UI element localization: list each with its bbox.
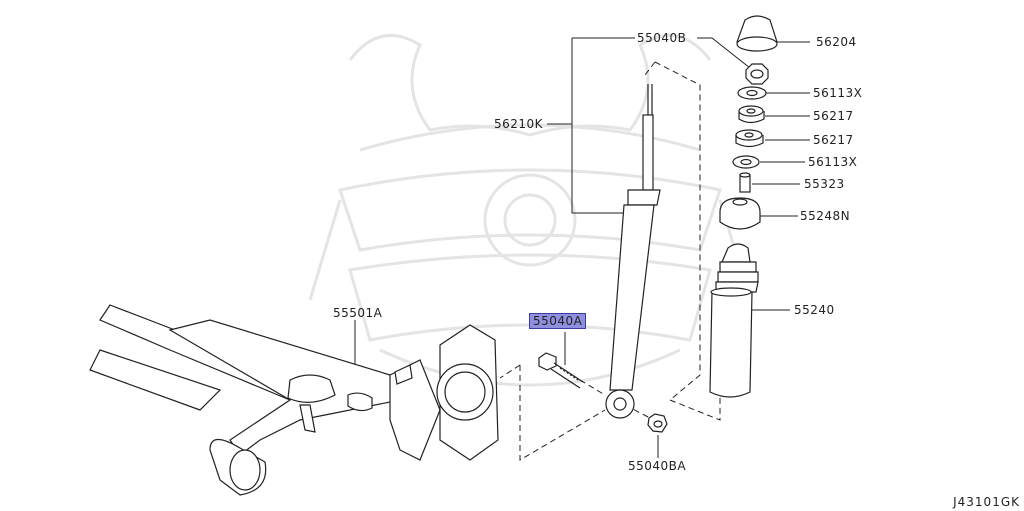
washer-56113X-bottom	[732, 155, 760, 169]
sleeve-55323	[739, 172, 751, 193]
dust-boot-55240	[709, 243, 759, 398]
bump-cap-56204	[736, 15, 778, 52]
label-56113X-top[interactable]: 56113X	[813, 86, 863, 100]
label-55040A-highlighted[interactable]: 55040A	[529, 313, 587, 329]
bump-stopper-55248N	[719, 197, 761, 230]
label-55240[interactable]: 55240	[794, 303, 835, 317]
label-55040BA[interactable]: 55040BA	[628, 459, 687, 473]
rear-beam-55501A	[89, 304, 499, 496]
label-55323[interactable]: 55323	[804, 177, 845, 191]
diagram-code: J43101GK	[953, 495, 1020, 509]
nut-55040BA	[647, 413, 668, 433]
watermark-helmet	[308, 33, 752, 387]
nut-55040B	[745, 63, 769, 85]
label-56210K[interactable]: 56210K	[494, 117, 544, 131]
label-55248N[interactable]: 55248N	[800, 209, 851, 223]
label-55501A[interactable]: 55501A	[333, 306, 383, 320]
label-56113X-bottom[interactable]: 56113X	[808, 155, 858, 169]
label-56217-top[interactable]: 56217	[813, 109, 854, 123]
bushing-56217-bottom	[735, 129, 764, 148]
washer-56113X-top	[737, 86, 767, 100]
bushing-56217-top	[738, 105, 765, 124]
label-56217-bottom[interactable]: 56217	[813, 133, 854, 147]
bolt-55040A	[538, 352, 584, 389]
shock-absorber-56210K	[605, 84, 661, 419]
label-56204[interactable]: 56204	[816, 35, 857, 49]
label-55040B[interactable]: 55040B	[637, 31, 687, 45]
leader-lines	[354, 37, 810, 458]
